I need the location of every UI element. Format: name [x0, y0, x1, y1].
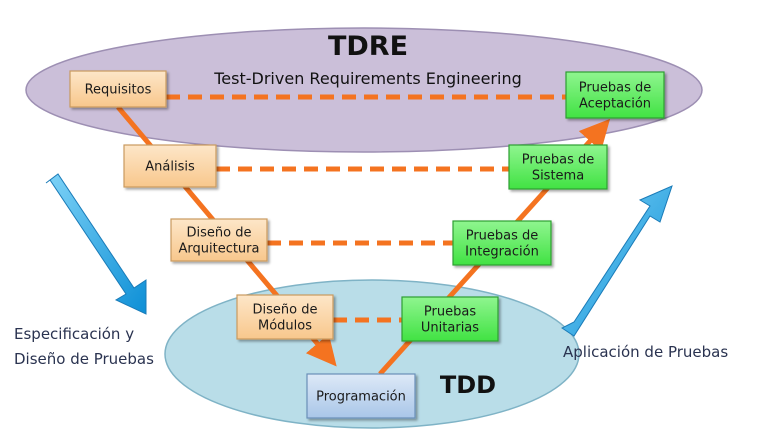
pruebas-aceptacion-box-label-2: Aceptación [579, 97, 651, 112]
pruebas-sistema-box-label-1: Pruebas de [522, 153, 595, 168]
pruebas-integracion-box-label-2: Integración [465, 245, 539, 260]
programacion-box-label-1: Programación [316, 390, 406, 405]
application-arrow [561, 185, 673, 337]
side-label-left-line-1: Especificación y [14, 325, 134, 343]
tdre-ellipse [25, 27, 703, 153]
diseno-modulos-box-rect [236, 294, 334, 340]
analisis-box-label-1: Análisis [145, 160, 195, 175]
pruebas-unitarias-box-label-2: Unitarias [421, 321, 479, 336]
analisis-box: Análisis [123, 144, 217, 188]
diseno-arquitectura-box-label-2: Arquitectura [178, 242, 259, 257]
tdre-title: TDRE [328, 31, 408, 62]
pruebas-unitarias-box-label-1: Pruebas [424, 305, 476, 320]
diseno-modulos-box-label-2: Módulos [258, 319, 312, 334]
pruebas-aceptacion-box-label-1: Pruebas de [579, 81, 652, 96]
side-label-right: Aplicación de Pruebas [563, 343, 728, 361]
pruebas-integracion-box-label-1: Pruebas de [466, 229, 539, 244]
pruebas-sistema-box-label-2: Sistema [532, 169, 584, 184]
analisis-box-rect [123, 144, 217, 188]
requisitos-box-label-1: Requisitos [85, 83, 152, 98]
diseno-modulos-box-label-1: Diseño de [253, 303, 318, 318]
requisitos-box: Requisitos [69, 70, 167, 108]
tdre-subtitle: Test-Driven Requirements Engineering [213, 69, 521, 88]
tdd-title: TDD [440, 371, 496, 399]
diseno-arquitectura-box-label-1: Diseño de [187, 226, 252, 241]
pruebas-aceptacion-box-rect [565, 71, 665, 119]
side-label-left-line-2: Diseño de Pruebas [14, 350, 154, 368]
programacion-box-rect [306, 373, 416, 419]
requisitos-box-rect [69, 70, 167, 108]
pruebas-unitarias-box-rect [401, 296, 499, 342]
pruebas-integracion-box-rect [452, 220, 552, 266]
pruebas-sistema-box-rect [508, 144, 608, 190]
diseno-arquitectura-box-rect [170, 218, 268, 262]
specification-arrow [45, 173, 147, 315]
programacion-box: Programación [306, 373, 416, 419]
